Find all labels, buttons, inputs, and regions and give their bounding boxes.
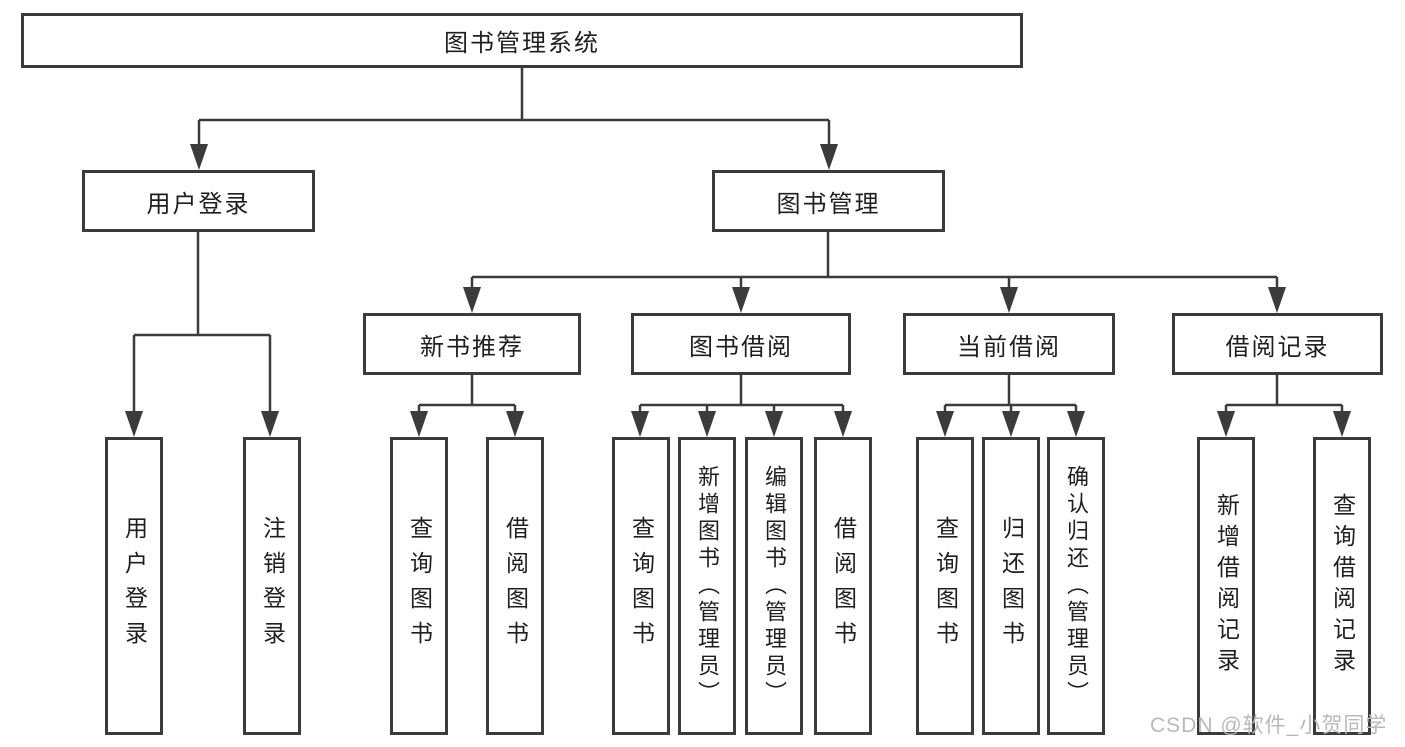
leaf-borrow-books: 借阅图书 (814, 437, 872, 735)
node-label: 借阅图书 (502, 516, 529, 656)
node-label: 查询图书 (628, 516, 655, 656)
node-label: 用户登录 (121, 516, 148, 656)
node-label: 查询图书 (932, 516, 959, 656)
node-label: 用户登录 (146, 190, 251, 218)
node-borrow-records: 借阅记录 (1172, 313, 1383, 375)
leaf-query-books-borrow: 查询图书 (612, 437, 670, 735)
leaf-query-books-current: 查询图书 (916, 437, 974, 735)
leaf-confirm-return-admin: 确认归还（管理员） (1047, 437, 1105, 735)
leaf-query-books-recommend: 查询图书 (390, 437, 448, 735)
leaf-user-login: 用户登录 (105, 437, 163, 735)
node-label: 图书管理系统 (444, 30, 600, 57)
node-root: 图书管理系统 (21, 13, 1023, 68)
leaf-add-borrow-record: 新增借阅记录 (1197, 437, 1255, 735)
node-label: 图书借阅 (689, 333, 793, 361)
node-current-borrow: 当前借阅 (903, 313, 1115, 375)
node-book-borrow: 图书借阅 (631, 313, 851, 375)
node-label: 查询图书 (406, 516, 433, 656)
leaf-add-books-admin: 新增图书（管理员） (678, 437, 736, 735)
node-label: 新增图书（管理员） (695, 464, 720, 708)
leaf-logout-login: 注销登录 (243, 437, 301, 735)
node-book-management: 图书管理 (712, 170, 945, 232)
node-label: 查询借阅记录 (1329, 493, 1356, 679)
leaf-edit-books-admin: 编辑图书（管理员） (745, 437, 803, 735)
node-user-login: 用户登录 (82, 170, 315, 232)
node-label: 归还图书 (998, 516, 1025, 656)
leaf-query-borrow-record: 查询借阅记录 (1313, 437, 1371, 735)
node-label: 编辑图书（管理员） (762, 464, 787, 708)
node-label: 新增借阅记录 (1213, 493, 1240, 679)
node-label: 注销登录 (259, 516, 286, 656)
node-new-book-recommend: 新书推荐 (363, 313, 581, 375)
arrowhead-icons (125, 144, 1351, 437)
node-label: 借阅记录 (1225, 333, 1330, 361)
leaf-borrow-books-recommend: 借阅图书 (486, 437, 544, 735)
node-label: 新书推荐 (420, 333, 524, 361)
node-label: 确认归还（管理员） (1064, 464, 1089, 708)
node-label: 当前借阅 (957, 333, 1061, 361)
node-label: 借阅图书 (830, 516, 857, 656)
watermark: CSDN @软件_小贺同学 (1150, 714, 1388, 737)
node-label: 图书管理 (776, 190, 881, 218)
leaf-return-books: 归还图书 (982, 437, 1040, 735)
